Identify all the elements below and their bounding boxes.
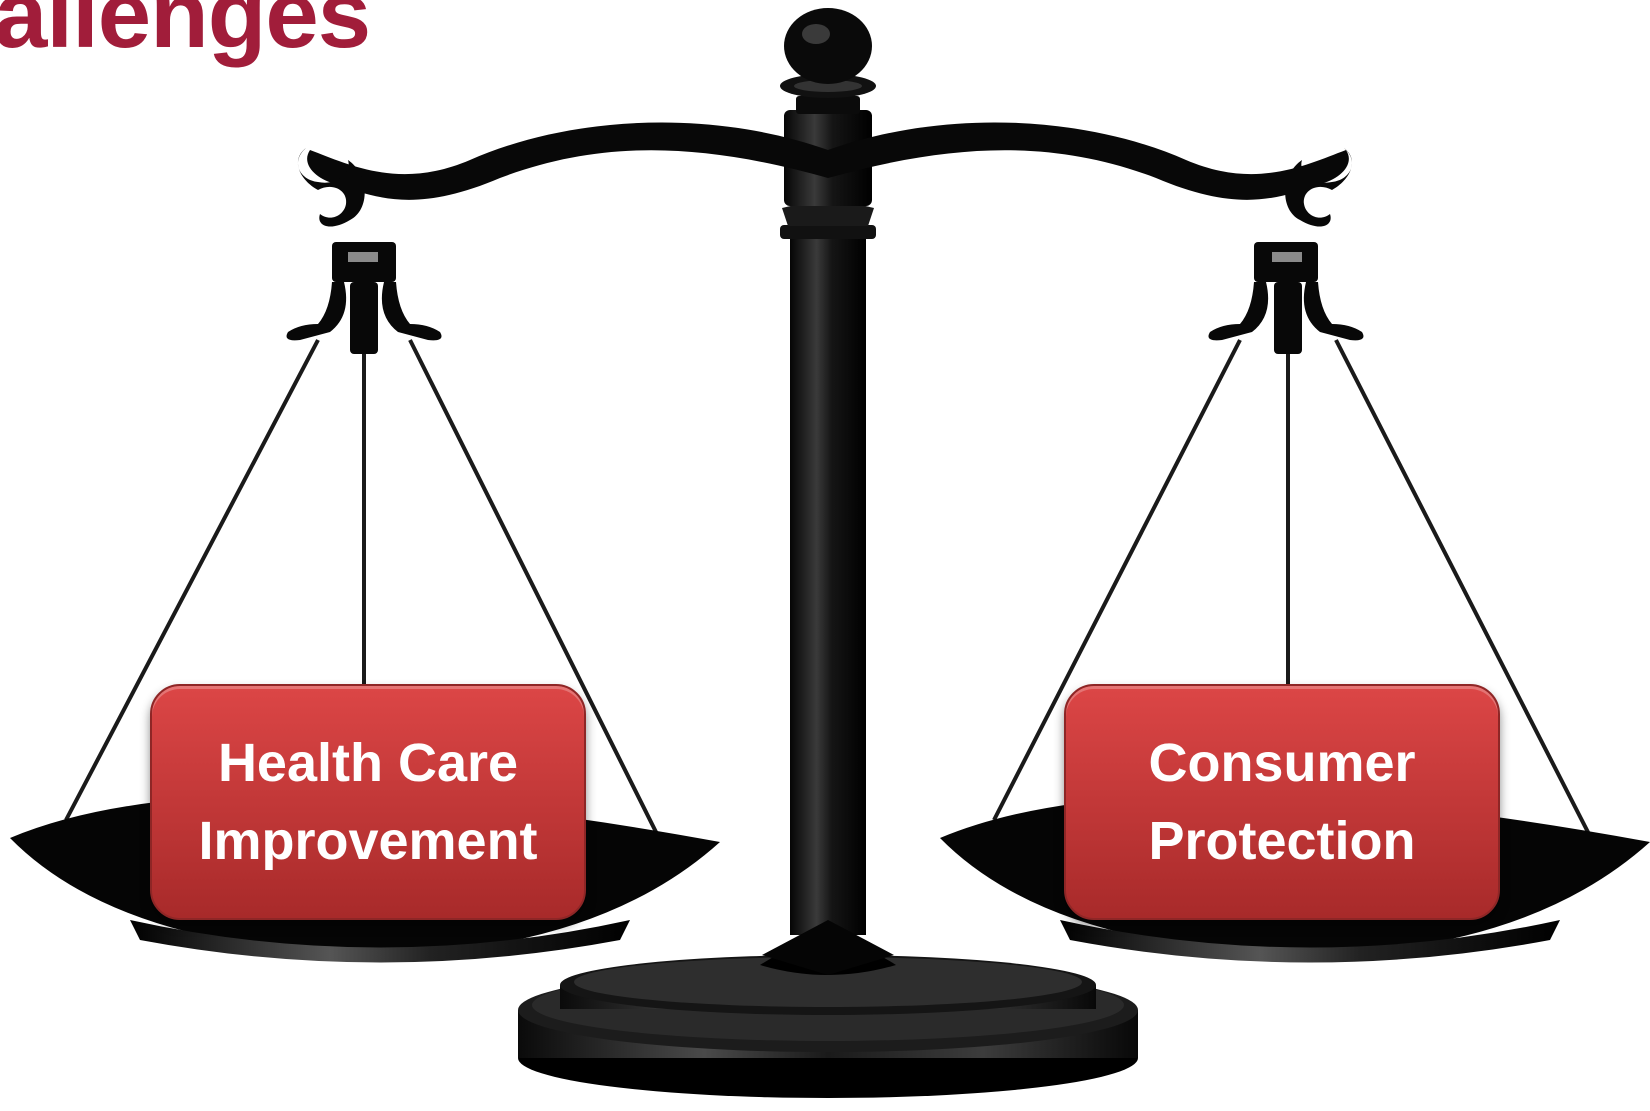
right-pan-label: Consumer Protection <box>1064 684 1500 920</box>
right-pan-strings <box>992 339 1594 841</box>
left-pan-label: Health Care Improvement <box>150 684 586 920</box>
right-pan-label-text: Consumer Protection <box>1148 733 1416 871</box>
scale-post <box>760 8 896 975</box>
right-pan-hanger <box>1208 242 1364 354</box>
left-pan-strings <box>64 339 662 841</box>
left-pan-label-text: Health Care Improvement <box>198 733 538 871</box>
slide-title: allenges <box>0 0 371 68</box>
left-pan-hanger <box>286 242 442 354</box>
scale-base <box>518 955 1138 1098</box>
scale-beam <box>297 122 1353 227</box>
